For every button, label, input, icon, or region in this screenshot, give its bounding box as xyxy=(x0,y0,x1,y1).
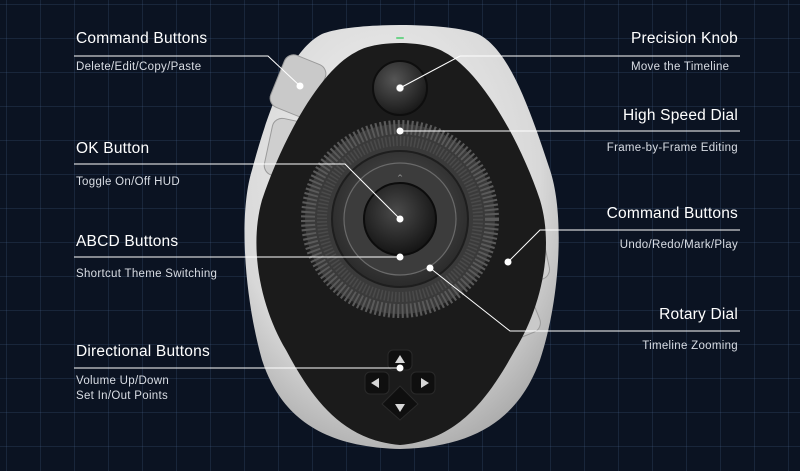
callout-desc: Delete/Edit/Copy/Paste xyxy=(76,61,202,73)
callout-abcd-buttons: ABCD Buttons Shortcut Theme Switching xyxy=(76,233,217,282)
high-speed-dial-ridges xyxy=(301,120,499,318)
callout-title: Precision Knob xyxy=(630,30,738,47)
arrow-down-icon xyxy=(395,404,405,412)
callout-ok-button: OK Button Toggle On/Off HUD xyxy=(76,140,180,190)
leader-dots xyxy=(296,82,512,372)
callout-desc: Volume Up/Down Set In/Out Points xyxy=(76,374,210,404)
callout-title: ABCD Buttons xyxy=(76,233,179,250)
callout-title: Command Buttons xyxy=(76,30,208,47)
abcd-mark-top: ^ xyxy=(397,174,403,182)
leader-lines xyxy=(74,55,740,369)
callout-directional-buttons: Directional Buttons Volume Up/Down Set I… xyxy=(76,343,210,404)
directional-pad[interactable] xyxy=(364,349,436,421)
status-light xyxy=(396,37,404,39)
arrow-left-icon xyxy=(371,378,379,388)
callout-command-buttons-left: Command Buttons Delete/Edit/Copy/Paste xyxy=(76,30,207,75)
callout-desc: Frame-by-Frame Editing xyxy=(606,142,738,154)
callout-title: OK Button xyxy=(76,140,150,157)
arrow-right-icon xyxy=(421,378,429,388)
callout-desc: Toggle On/Off HUD xyxy=(76,176,180,188)
callout-command-buttons-right: Command Buttons Undo/Redo/Mark/Play xyxy=(607,205,738,253)
callout-desc: Undo/Redo/Mark/Play xyxy=(619,239,738,251)
callout-precision-knob: Precision Knob Move the Timeline xyxy=(631,30,738,75)
arrow-up-icon xyxy=(395,355,405,363)
rotary-dial-ridges xyxy=(317,136,483,302)
callout-title: Directional Buttons xyxy=(76,343,210,360)
callout-high-speed-dial: High Speed Dial Frame-by-Frame Editing xyxy=(607,107,738,156)
callout-desc: Shortcut Theme Switching xyxy=(76,268,218,280)
callout-desc: Timeline Zooming xyxy=(642,340,738,352)
callout-title: Command Buttons xyxy=(606,205,738,222)
callout-desc-line-1: Volume Up/Down xyxy=(76,375,170,387)
callout-title: Rotary Dial xyxy=(659,306,738,323)
callout-title: High Speed Dial xyxy=(622,107,738,124)
callout-desc: Move the Timeline xyxy=(630,61,730,73)
callout-rotary-dial: Rotary Dial Timeline Zooming xyxy=(642,306,738,354)
callout-desc-line-2: Set In/Out Points xyxy=(76,390,169,402)
